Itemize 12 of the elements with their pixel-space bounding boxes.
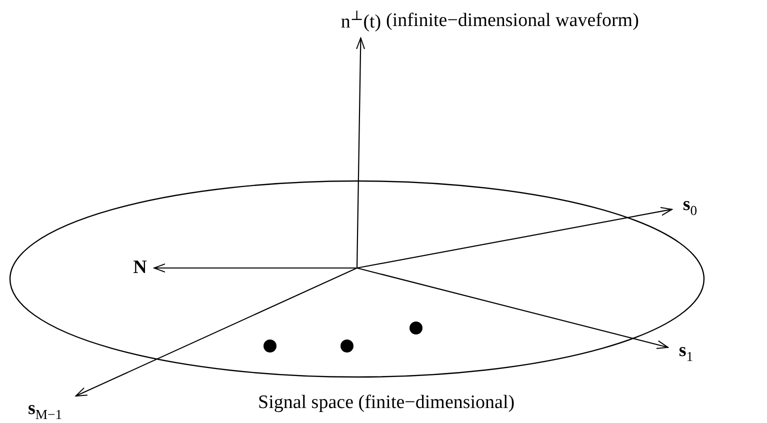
arrow — [356, 206, 672, 269]
arrow — [154, 264, 357, 272]
region-label: Signal space (finite−dimensional) — [258, 392, 515, 414]
arrow — [356, 38, 366, 268]
vector-label: s$_{0}$ — [674, 190, 706, 222]
vector-label: N — [128, 256, 152, 280]
vector-label: n$^{⊥}$(t) — [340, 6, 382, 36]
arrow — [75, 268, 358, 396]
annotation: (infinite−dimensional waveform) — [386, 10, 639, 32]
arrow — [356, 267, 668, 350]
vector-label: s$_{1}$ — [670, 336, 702, 368]
vector-label: s$_{M−1}$ — [14, 398, 76, 422]
